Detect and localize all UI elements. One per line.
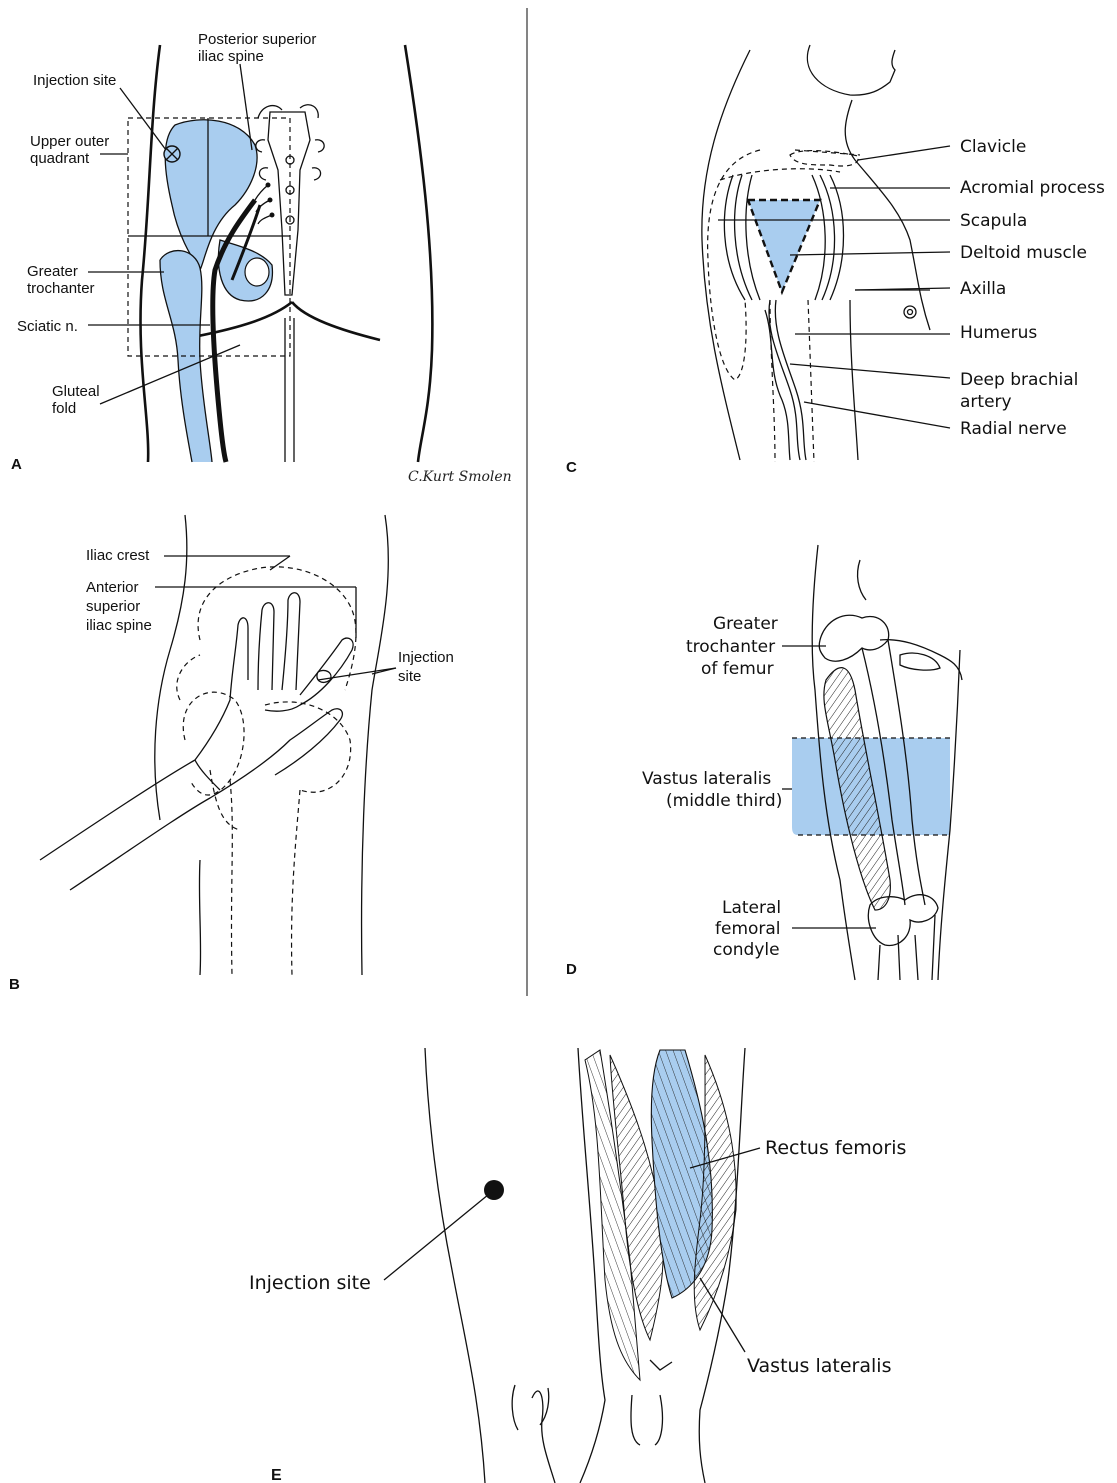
label-vl-d-2: (middle third): [666, 791, 782, 811]
label-psis-2: iliac spine: [198, 48, 264, 65]
label-humerus: Humerus: [960, 323, 1037, 343]
panel-a: Posterior superior iliac spine Injection…: [11, 31, 512, 485]
label-vastus-lateralis: Vastus lateralis: [747, 1355, 891, 1377]
panel-letter-a: A: [11, 456, 22, 473]
panel-c: Clavicle Acromial process Scapula Deltoi…: [566, 45, 1105, 476]
label-injection-b-2: site: [398, 668, 421, 685]
label-asis-3: iliac spine: [86, 617, 152, 634]
label-gf-2: fold: [52, 400, 76, 417]
label-clavicle: Clavicle: [960, 137, 1026, 157]
label-gf-1: Gluteal: [52, 383, 100, 400]
label-gt-d-2: trochanter: [686, 637, 775, 657]
label-injection-b-1: Injection: [398, 649, 454, 666]
panel-e: Rectus femoris Injection site Vastus lat…: [249, 1048, 906, 1483]
label-psis-1: Posterior superior: [198, 31, 316, 48]
label-asis-1: Anterior: [86, 579, 139, 596]
panel-letter-c: C: [566, 459, 577, 476]
artist-signature: C.Kurt Smolen: [408, 469, 512, 485]
label-injection-site-e: Injection site: [249, 1272, 371, 1294]
panel-letter-d: D: [566, 961, 577, 978]
panel-b: Iliac crest Anterior superior iliac spin…: [9, 515, 454, 993]
label-axilla: Axilla: [960, 279, 1006, 299]
label-scapula: Scapula: [960, 211, 1027, 231]
label-iliac-crest: Iliac crest: [86, 547, 150, 564]
label-rectus-femoris: Rectus femoris: [765, 1137, 906, 1159]
panel-d: Greater trochanter of femur Vastus later…: [566, 545, 962, 980]
label-gt-a-2: trochanter: [27, 280, 95, 297]
label-gt-d-1: Greater: [713, 614, 778, 634]
label-vl-d-1: Vastus lateralis: [642, 769, 771, 789]
label-deltoid: Deltoid muscle: [960, 243, 1087, 263]
label-uoq-1: Upper outer: [30, 133, 109, 150]
panel-letter-b: B: [9, 976, 20, 993]
label-radial-nerve: Radial nerve: [960, 419, 1067, 439]
label-sciatic: Sciatic n.: [17, 318, 78, 335]
label-lfc-1: Lateral: [722, 898, 781, 918]
label-gt-a-1: Greater: [27, 263, 78, 280]
label-dba-2: artery: [960, 392, 1012, 412]
label-acromial-process: Acromial process: [960, 178, 1105, 198]
label-asis-2: superior: [86, 598, 140, 615]
label-uoq-2: quadrant: [30, 150, 90, 167]
label-gt-d-3: of femur: [701, 659, 774, 679]
label-injection-site-a: Injection site: [33, 72, 116, 89]
label-dba-1: Deep brachial: [960, 370, 1078, 390]
label-lfc-3: condyle: [713, 940, 780, 960]
label-lfc-2: femoral: [715, 919, 781, 939]
panel-letter-e: E: [271, 1467, 282, 1483]
